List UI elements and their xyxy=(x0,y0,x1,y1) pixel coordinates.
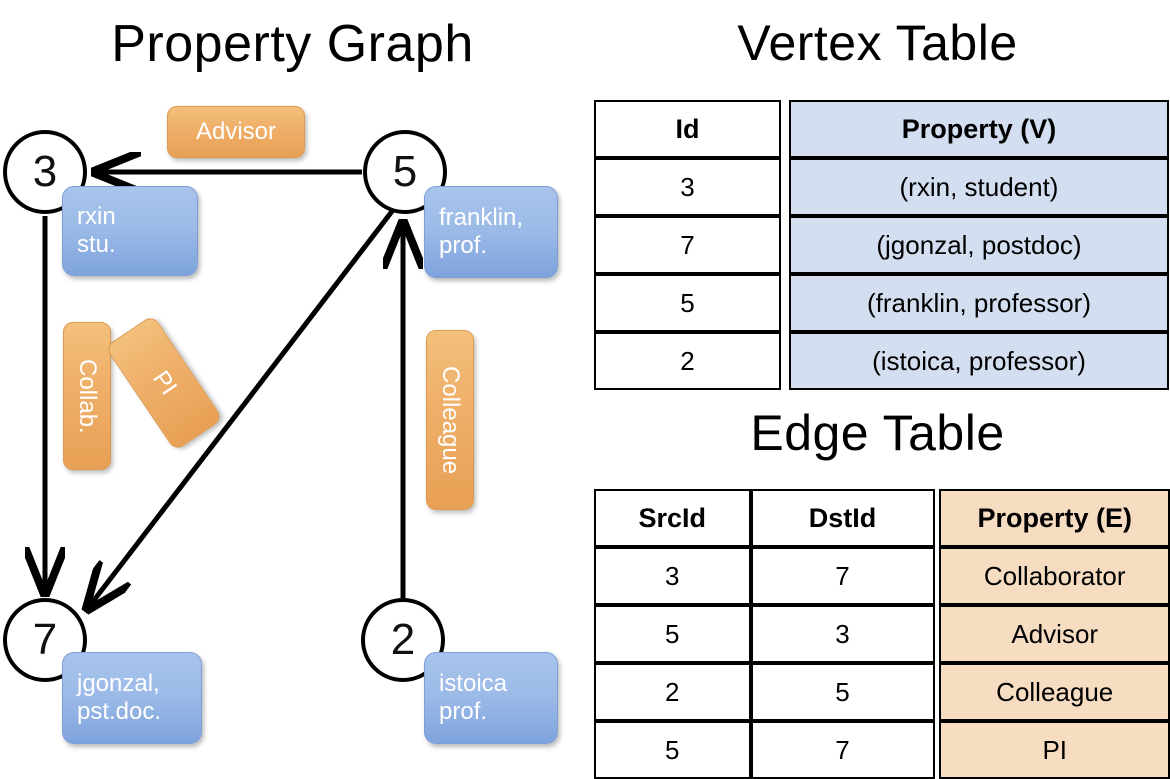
edge-cell-property: PI xyxy=(939,721,1170,779)
edge-label-text: Collab. xyxy=(74,358,101,434)
table-row: 5 3 Advisor xyxy=(594,605,1170,663)
node-property-line-1: jgonzal, xyxy=(77,669,160,697)
node-property-line-2: prof. xyxy=(439,698,488,725)
edge-cell-dstid: 3 xyxy=(750,605,935,663)
table-row: 5 7 PI xyxy=(594,721,1170,779)
edge-label-advisor: Advisor xyxy=(167,106,305,158)
edge-cell-property: Colleague xyxy=(939,663,1170,721)
table-row: 2 5 Colleague xyxy=(594,663,1170,721)
edge-col-header-property: Property (E) xyxy=(939,489,1170,547)
node-property-callout-2: istoica prof. xyxy=(424,652,558,744)
table-column-gap xyxy=(781,274,789,332)
graph-node-2[interactable]: 2 xyxy=(361,598,445,682)
edge-label-collab: Collab. xyxy=(63,322,111,470)
table-header-row: Id Property (V) xyxy=(594,100,1169,158)
edge-cell-dstid: 5 xyxy=(750,663,935,721)
table-header-row: SrcId DstId Property (E) xyxy=(594,489,1170,547)
page-title-property-graph: Property Graph xyxy=(111,15,474,73)
edge-cell-property: Collaborator xyxy=(939,547,1170,605)
table-column-gap xyxy=(781,100,789,158)
table-row: 5 (franklin, professor) xyxy=(594,274,1169,332)
vertex-cell-property: (istoica, professor) xyxy=(789,332,1169,390)
edge-cell-srcid: 2 xyxy=(594,663,751,721)
vertex-cell-property: (franklin, professor) xyxy=(789,274,1169,332)
node-property-line-1: franklin, xyxy=(439,203,524,231)
property-graph-diagram: 3 5 7 2 rxin stu. franklin, prof. jgonza… xyxy=(0,0,585,760)
vertex-col-header-id: Id xyxy=(594,100,781,158)
table-row: 2 (istoica, professor) xyxy=(594,332,1169,390)
edge-label-text: PI xyxy=(146,365,182,400)
vertex-cell-id: 3 xyxy=(594,158,781,216)
node-property-line-2: stu. xyxy=(77,231,116,258)
edge-cell-srcid: 5 xyxy=(594,721,751,779)
vertex-cell-id: 5 xyxy=(594,274,781,332)
edge-arrow-5-to-7 xyxy=(88,208,395,608)
vertex-cell-id: 2 xyxy=(594,332,781,390)
vertex-table: Id Property (V) 3 (rxin, student) 7 (jgo… xyxy=(594,100,1169,390)
table-row: 7 (jgonzal, postdoc) xyxy=(594,216,1169,274)
node-property-line-2: pst.doc. xyxy=(77,698,162,725)
edge-cell-srcid: 5 xyxy=(594,605,751,663)
node-property-callout-3: rxin stu. xyxy=(62,186,198,276)
edge-label-text: Advisor xyxy=(195,118,277,145)
section-title-vertex-table: Vertex Table xyxy=(737,15,1018,71)
node-property-line-2: prof. xyxy=(439,232,488,259)
edge-table: SrcId DstId Property (E) 3 7 Collaborato… xyxy=(594,489,1170,779)
edge-cell-dstid: 7 xyxy=(750,721,935,779)
table-row: 3 (rxin, student) xyxy=(594,158,1169,216)
node-property-line-1: istoica xyxy=(439,669,508,697)
edge-cell-property: Advisor xyxy=(939,605,1170,663)
node-property-callout-7: jgonzal, pst.doc. xyxy=(62,652,202,744)
table-column-gap xyxy=(781,332,789,390)
table-row: 3 7 Collaborator xyxy=(594,547,1170,605)
vertex-col-header-property: Property (V) xyxy=(789,100,1169,158)
vertex-cell-id: 7 xyxy=(594,216,781,274)
vertex-cell-property: (jgonzal, postdoc) xyxy=(789,216,1169,274)
node-property-callout-5: franklin, prof. xyxy=(424,186,558,278)
table-column-gap xyxy=(781,216,789,274)
edge-col-header-srcid: SrcId xyxy=(594,489,751,547)
graph-edge-arrows xyxy=(0,0,585,760)
node-property-line-1: rxin xyxy=(77,202,116,230)
edge-col-header-dstid: DstId xyxy=(750,489,935,547)
vertex-cell-property: (rxin, student) xyxy=(789,158,1169,216)
vertex-table-container: Id Property (V) 3 (rxin, student) 7 (jgo… xyxy=(594,100,1169,390)
graph-node-5[interactable]: 5 xyxy=(363,130,447,214)
edge-table-container: SrcId DstId Property (E) 3 7 Collaborato… xyxy=(594,489,1170,779)
edge-cell-dstid: 7 xyxy=(750,547,935,605)
table-column-gap xyxy=(781,158,789,216)
edge-label-text: Colleague xyxy=(437,365,464,475)
edge-label-colleague: Colleague xyxy=(426,330,474,510)
section-title-edge-table: Edge Table xyxy=(750,405,1005,461)
edge-cell-srcid: 3 xyxy=(594,547,751,605)
